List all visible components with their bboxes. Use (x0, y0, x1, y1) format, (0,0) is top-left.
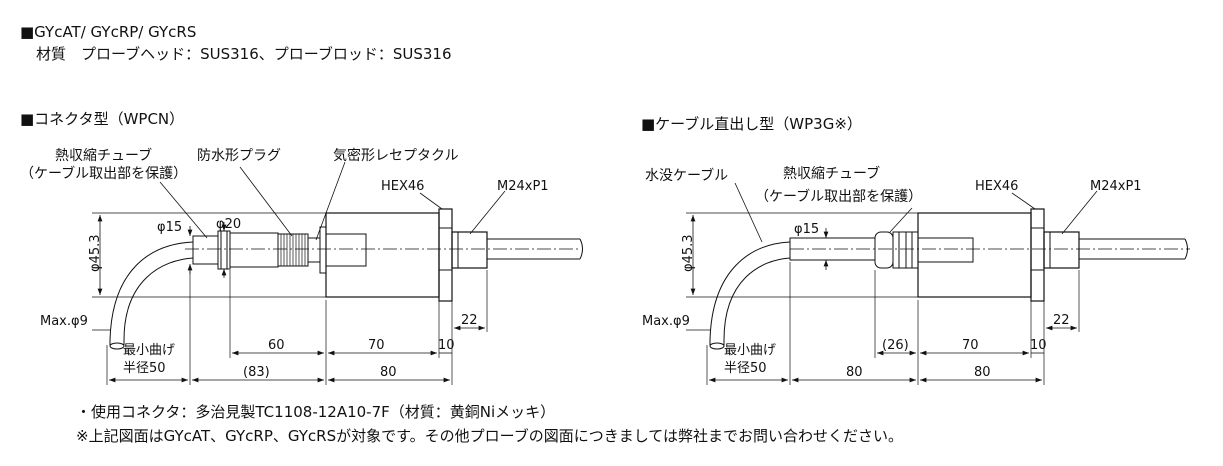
right-section-title: ■ケーブル直出し型（WP3G※） (641, 115, 862, 133)
right-label-min-bend-1: 最小曲げ (724, 343, 776, 358)
connector-note: ・使用コネクタ：多治見製TC1108-12A10-7F（材質：黄銅Niメッキ） (76, 403, 556, 421)
right-label-cable: 水没ケーブル (645, 167, 728, 184)
right-dim-80a: 80 (846, 365, 863, 380)
right-label-min-bend-2: 半径50 (724, 361, 767, 376)
right-label-dia-body: φ45.3 (681, 234, 696, 272)
left-label-hex: HEX46 (381, 179, 424, 194)
left-cable-inner (123, 257, 194, 341)
right-probe-body (917, 212, 1032, 298)
left-diagram (92, 161, 583, 385)
right-cable-end (709, 342, 725, 350)
left-hex (438, 208, 453, 302)
left-cable-outer (109, 241, 194, 341)
left-thread (451, 231, 488, 269)
right-cable-outer (709, 241, 791, 341)
right-dim-80b: 80 (974, 365, 991, 380)
left-dim-80: 80 (380, 365, 397, 380)
left-label-max-dia: Max.φ9 (40, 314, 88, 329)
right-hex (1030, 208, 1045, 302)
left-section-title: ■コネクタ型（WPCN） (20, 110, 185, 128)
left-receptacle (307, 237, 321, 263)
right-label-max-dia: Max.φ9 (642, 314, 690, 329)
right-label-hex: HEX46 (975, 179, 1018, 194)
right-label-shrink-tube-note: （ケーブル取出部を保護） (755, 188, 922, 205)
left-cable-end (109, 342, 125, 350)
left-label-thread: M24xP1 (497, 179, 549, 194)
left-label-waterproof-plug: 防水形プラグ (197, 148, 281, 164)
right-label-dia-15: φ15 (794, 222, 819, 237)
right-thread (1043, 231, 1080, 269)
left-dim-60: 60 (268, 338, 285, 353)
left-shrink-tube (192, 235, 219, 265)
model-list: ■GYcAT/ GYcRP/ GYcRS (20, 23, 197, 41)
left-waterproof-plug (229, 232, 279, 268)
right-label-shrink-tube: 熱収縮チューブ (783, 165, 880, 182)
left-dim-83: (83) (243, 365, 270, 380)
left-label-dia-15: φ15 (157, 220, 182, 235)
right-gland (874, 231, 894, 269)
left-probe-body (325, 212, 440, 298)
right-label-thread: M24xP1 (1090, 179, 1142, 194)
right-dim-70: 70 (962, 338, 979, 353)
right-cable-inner (723, 257, 791, 341)
right-dim-22: 22 (1053, 313, 1070, 328)
disclaimer-note: ※上記図面はGYcAT、GYcRP、GYcRSが対象です。その他プローブの図面に… (76, 427, 903, 445)
left-plug-nut (217, 230, 231, 270)
left-label-dia-body: φ45.3 (88, 234, 103, 272)
left-label-receptacle: 気密形レセプタクル (333, 147, 459, 164)
left-label-shrink-tube: 熱収縮チューブ (55, 147, 152, 164)
left-label-shrink-tube-note: （ケーブル取出部を保護） (20, 165, 187, 182)
left-label-min-bend-2: 半径50 (123, 361, 166, 376)
right-dim-26: (26) (882, 338, 909, 353)
left-dim-22: 22 (461, 313, 478, 328)
left-receptacle-body (325, 233, 367, 267)
left-label-dia-20: φ20 (216, 217, 241, 232)
right-diagram (686, 182, 1190, 385)
left-label-min-bend-1: 最小曲げ (123, 343, 175, 358)
material-spec: 材質 プローブヘッド：SUS316、プローブロッド：SUS316 (36, 45, 452, 63)
right-dim-10: 10 (1030, 338, 1047, 353)
left-dim-70: 70 (368, 338, 385, 353)
left-dim-10: 10 (438, 338, 455, 353)
